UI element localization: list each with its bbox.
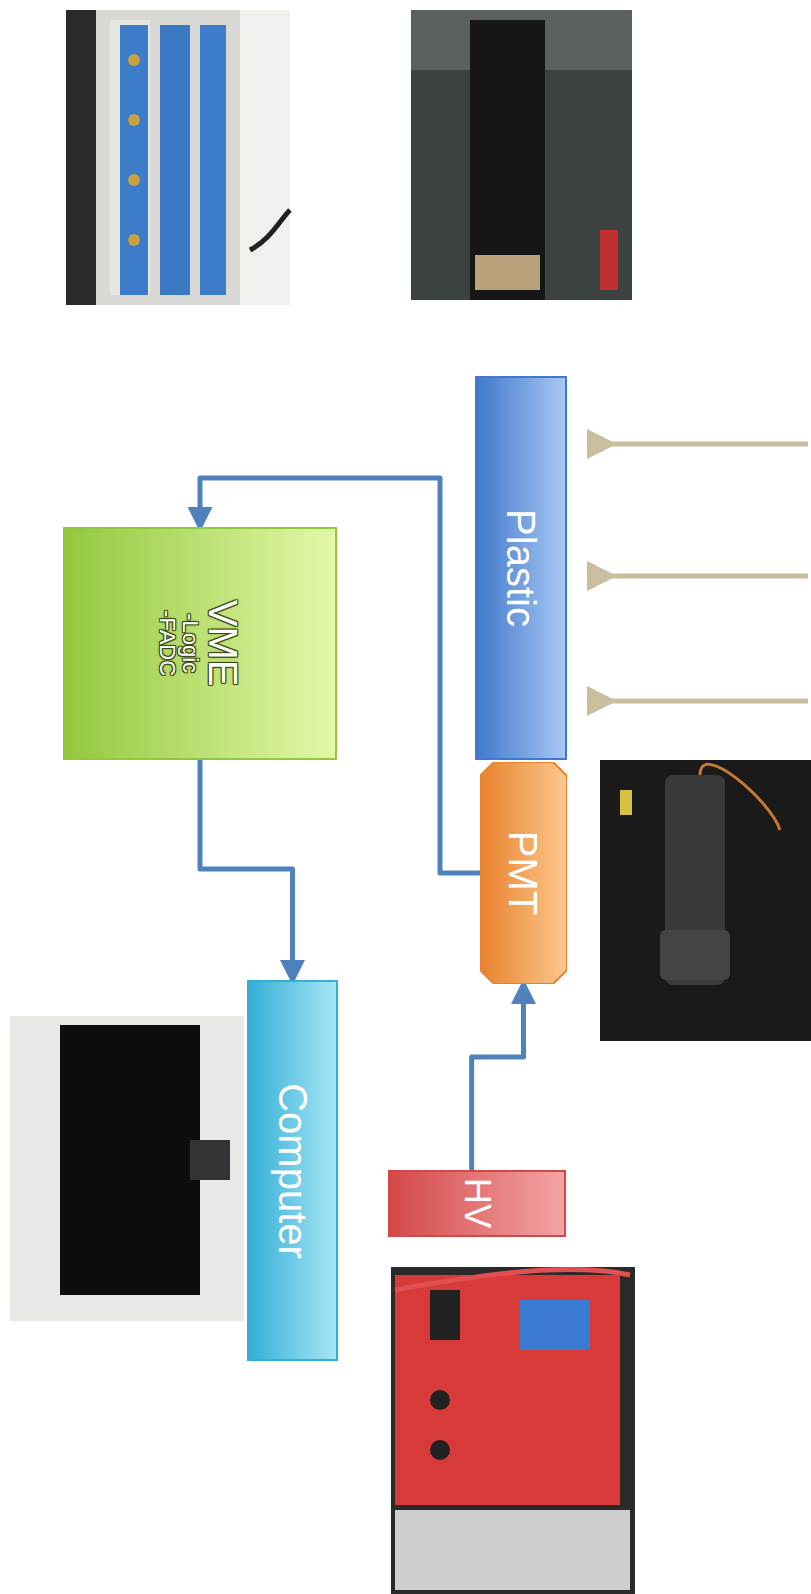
box-sublabel: -FADC [156,611,179,677]
rotated-label: VME-Logic-FADC [156,600,244,687]
box-outline [248,981,337,1360]
rotated-label: HV [458,1178,496,1229]
pmt-photo [600,760,811,1041]
box-outline [64,528,336,759]
box-label: HV [458,1178,496,1229]
box-outline [476,377,566,759]
box-label: VME [202,600,244,687]
monitor-photo [10,1016,244,1321]
signal-connector [200,760,293,980]
box-sublabel: -Logic [179,614,202,674]
rotated-label: Computer [272,1083,314,1259]
box-label: PMT [503,831,545,915]
vme-box: VME-Logic-FADC [63,527,337,760]
particle-arrows [612,444,808,701]
rotated-label: PMT [503,831,545,915]
box-outline [480,762,567,984]
pmt-box: PMT [480,762,567,984]
vme-photo [66,10,290,305]
hv-box: HV [388,1170,566,1237]
box-label: Plastic [500,509,542,627]
computer-box: Computer [247,980,338,1361]
plastic-photo [411,10,632,300]
scintillator-box: Plastic [475,376,567,760]
rotated-label: Plastic [500,509,542,627]
hv-photo [391,1267,635,1594]
box-outline [389,1171,565,1236]
signal-connector [472,984,524,1170]
box-label: Computer [272,1083,314,1259]
